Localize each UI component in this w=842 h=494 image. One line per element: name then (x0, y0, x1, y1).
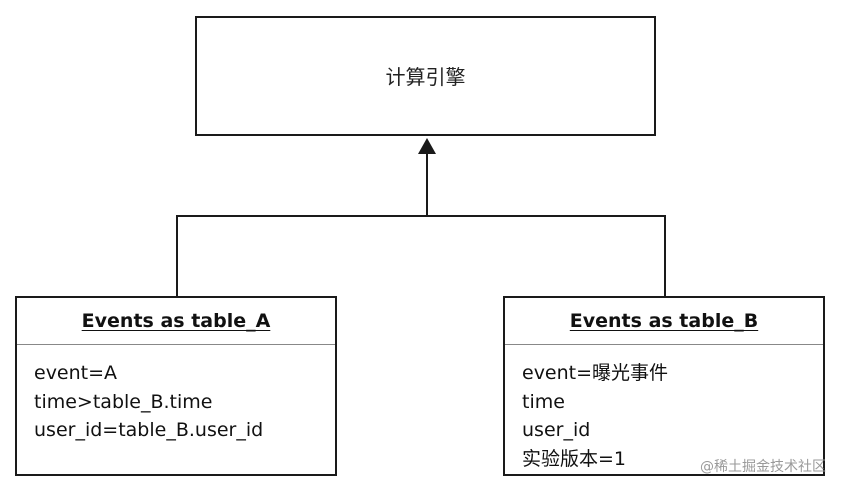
table-a-header: Events as table_A (17, 298, 335, 345)
compute-engine-label: 计算引擎 (385, 64, 466, 89)
table-b-box[interactable]: Events as table_B event=曝光事件 time user_i… (503, 296, 825, 476)
table-b-field: 实验版本=1 (522, 447, 627, 470)
table-b-header: Events as table_B (505, 298, 823, 345)
table-b-title: Events as table_B (569, 310, 759, 332)
table-b-field: user_id (522, 419, 591, 441)
table-a-title: Events as table_A (81, 310, 271, 332)
table-a-fields: event=A time>table_B.time user_id=table_… (17, 345, 335, 445)
connector-right (427, 215, 666, 296)
table-a-box[interactable]: Events as table_A event=A time>table_B.t… (15, 296, 337, 476)
table-a-field: user_id=table_B.user_id (34, 419, 264, 441)
table-b-field: time (522, 390, 565, 413)
table-b-fields: event=曝光事件 time user_id 实验版本=1 (505, 345, 823, 473)
table-a-field: event=A (34, 362, 118, 384)
arrowhead-icon (418, 138, 436, 154)
table-b-field: event=曝光事件 (522, 362, 669, 384)
compute-engine-box[interactable]: 计算引擎 (195, 16, 656, 136)
watermark-text: @稀土掘金技术社区 (700, 459, 826, 475)
table-a-field: time>table_B.time (34, 390, 213, 413)
connector-left (176, 215, 427, 296)
